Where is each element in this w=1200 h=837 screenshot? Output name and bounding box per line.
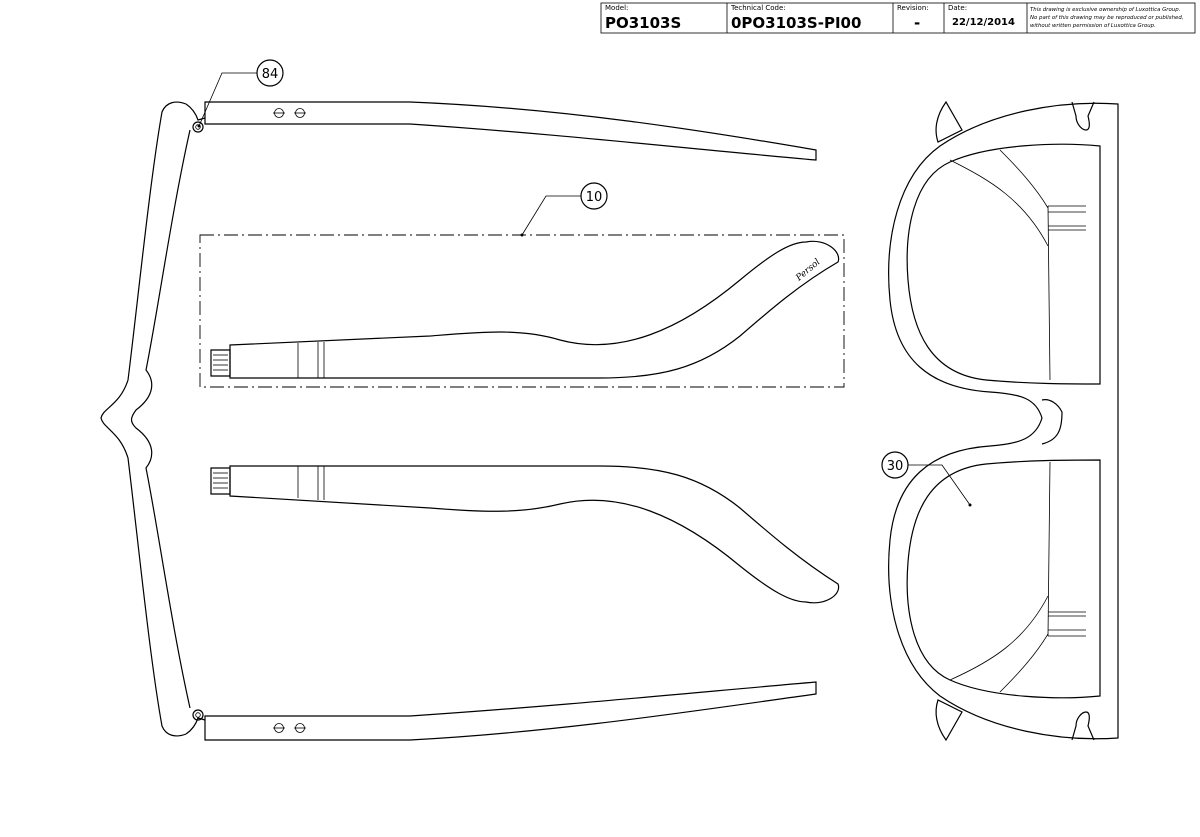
temple-top-upper [204, 101, 817, 161]
callout-30: 30 [881, 451, 972, 507]
callout-10: 10 [520, 182, 608, 237]
temple-top-lower [204, 681, 817, 741]
frame-front-view [888, 100, 1119, 742]
callout-84-label: 84 [262, 67, 279, 82]
temple-side-view-lower [210, 465, 840, 604]
ownership-note-line3: without written permission of Luxottica … [1030, 23, 1156, 29]
date-label: Date: [948, 4, 967, 12]
model-label: Model: [605, 4, 628, 12]
temple-side-view-detail: Persol [199, 234, 845, 388]
callout-84: 84 [197, 59, 284, 128]
ownership-note-line2: No part of this drawing may be reproduce… [1030, 15, 1184, 21]
revision-value: - [914, 14, 920, 32]
temple-logo-text: Persol [794, 257, 823, 284]
frame-top-view [100, 101, 206, 737]
callout-30-label: 30 [887, 459, 904, 474]
ownership-note-line1: This drawing is exclusive ownership of L… [1030, 7, 1180, 13]
revision-label: Revision: [897, 4, 929, 12]
tech-code-label: Technical Code: [730, 4, 786, 12]
title-block: Model: PO3103S Technical Code: 0PO3103S-… [600, 2, 1196, 34]
model-value: PO3103S [605, 14, 681, 32]
callout-10-label: 10 [586, 190, 603, 205]
tech-code-value: 0PO3103S-PI00 [731, 14, 861, 32]
date-value: 22/12/2014 [952, 17, 1015, 28]
